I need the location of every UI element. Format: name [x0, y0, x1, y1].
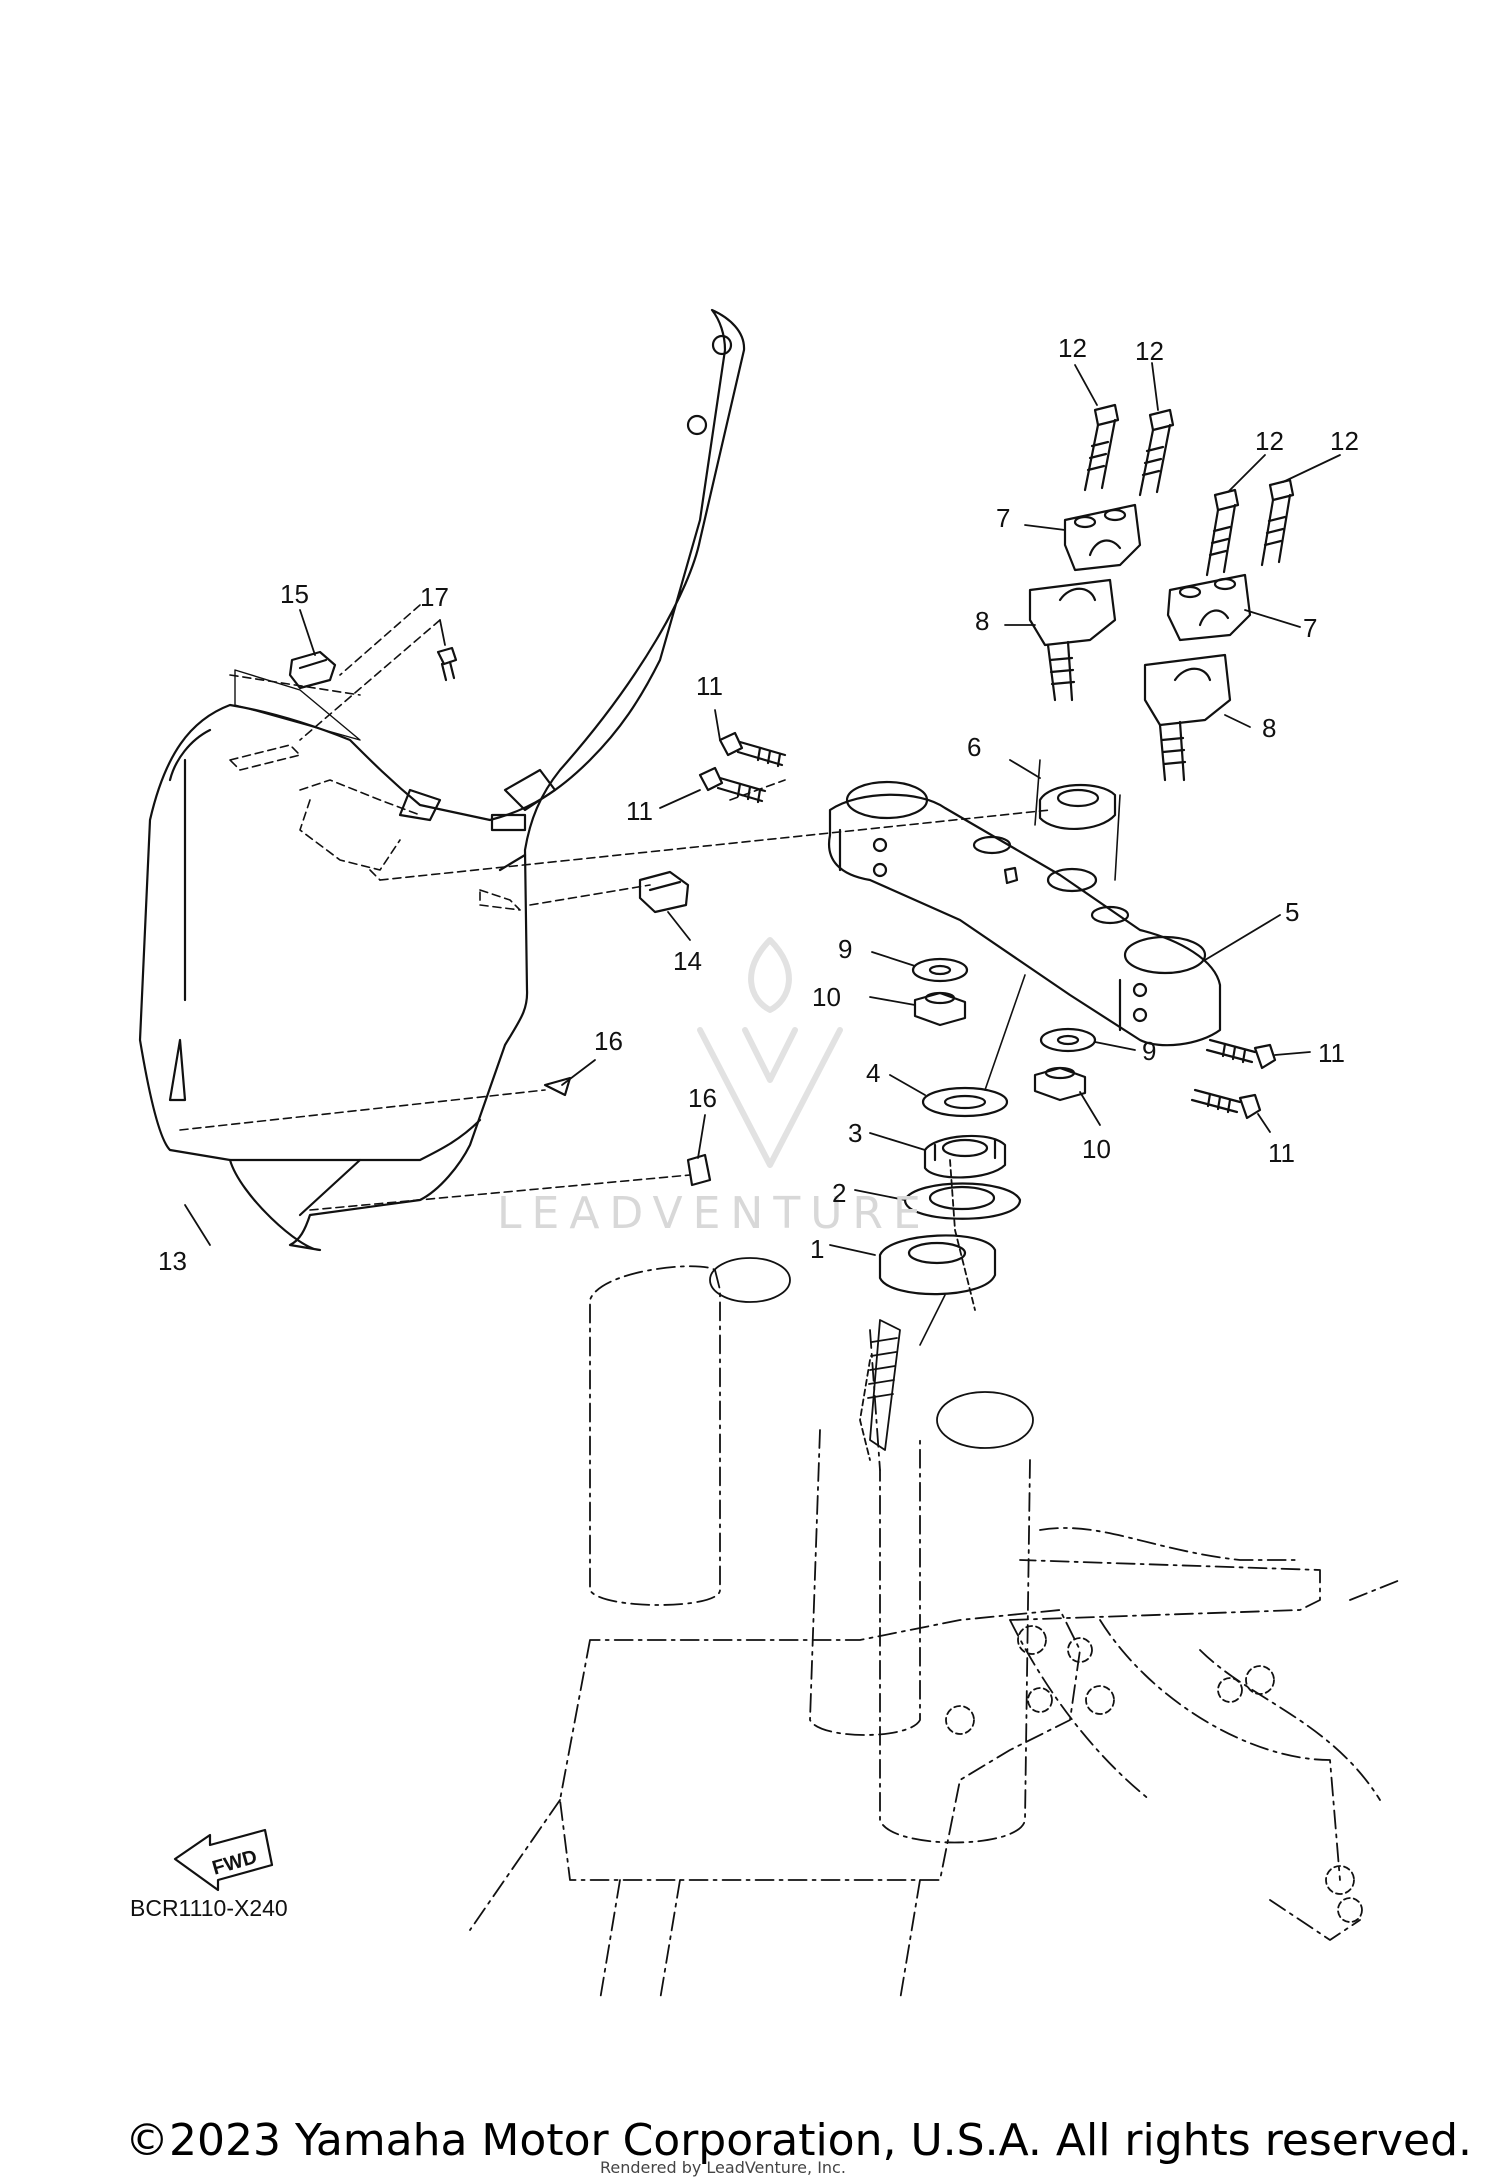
- callout-9-left: 9: [838, 934, 852, 964]
- frame-bosses: [859, 1159, 1363, 1923]
- bearing-1: [878, 1234, 997, 1296]
- bearing-cover-2: [903, 1182, 1022, 1220]
- holder-upper-left: [1063, 503, 1142, 572]
- nuts-10: [913, 991, 1087, 1102]
- callout-16-a: 16: [594, 1026, 623, 1056]
- callout-11-a: 11: [696, 671, 723, 701]
- holder-lower-left: [1028, 578, 1117, 702]
- callout-13: 13: [158, 1246, 187, 1276]
- callout-7-right: 7: [1303, 613, 1317, 643]
- holder-lower-right: [1143, 653, 1232, 782]
- hidden-lines: [179, 604, 1051, 1211]
- callout-12-b: 12: [1135, 336, 1164, 366]
- frame-and-forks: [469, 1257, 1401, 2001]
- callout-16-b: 16: [688, 1083, 717, 1113]
- callout-1: 1: [810, 1234, 824, 1264]
- clip-16-b: [686, 1153, 712, 1187]
- callout-14: 14: [673, 946, 702, 976]
- callout-11-b: 11: [626, 796, 653, 826]
- copyright-notice: ©2023 Yamaha Motor Corporation, U.S.A. A…: [125, 2115, 1472, 2166]
- callout-7-left: 7: [996, 503, 1010, 533]
- steering-stem: [867, 1319, 901, 1451]
- callout-17: 17: [420, 582, 449, 612]
- callout-15: 15: [280, 579, 309, 609]
- callout-12-d: 12: [1330, 426, 1359, 456]
- callout-8-left: 8: [975, 606, 989, 636]
- holder-upper-right: [1166, 573, 1252, 642]
- callout-10-right: 10: [1082, 1134, 1111, 1164]
- nut-15: [288, 650, 337, 690]
- upper-bracket: [827, 780, 1222, 1047]
- callout-9-right: 9: [1142, 1036, 1156, 1066]
- callout-5: 5: [1285, 897, 1299, 927]
- fwd-arrow: [173, 1828, 274, 1892]
- watermark-text: LEADVENTURE: [497, 1188, 931, 1239]
- washer-4: [921, 1086, 1009, 1118]
- watermark-logo: [697, 937, 843, 1168]
- axis-lines: [919, 759, 1121, 1346]
- bolts-11: [698, 731, 1277, 1120]
- screw-17: [234, 646, 458, 741]
- number-plate: [138, 308, 746, 1252]
- callout-6: 6: [967, 732, 981, 762]
- callout-12-c: 12: [1255, 426, 1284, 456]
- callout-4: 4: [866, 1058, 880, 1088]
- callout-11-c: 11: [1318, 1038, 1345, 1068]
- clip-16-a: [543, 1076, 572, 1097]
- rendered-by-notice: Rendered by LeadVenture, Inc.: [600, 2158, 846, 2177]
- callout-11-d: 11: [1268, 1138, 1295, 1168]
- callout-3: 3: [848, 1118, 862, 1148]
- callout-12-a: 12: [1058, 333, 1087, 363]
- steering-nut-6: [1038, 783, 1117, 830]
- callout-2: 2: [832, 1178, 846, 1208]
- callout-10-left: 10: [812, 982, 841, 1012]
- nut-14: [638, 870, 690, 914]
- callout-leaders: [184, 362, 1341, 1256]
- diagram-code: BCR1110-X240: [130, 1895, 288, 1921]
- washers-9: [911, 957, 1097, 1053]
- ring-nut-3: [923, 1134, 1007, 1179]
- callout-8-right: 8: [1262, 713, 1276, 743]
